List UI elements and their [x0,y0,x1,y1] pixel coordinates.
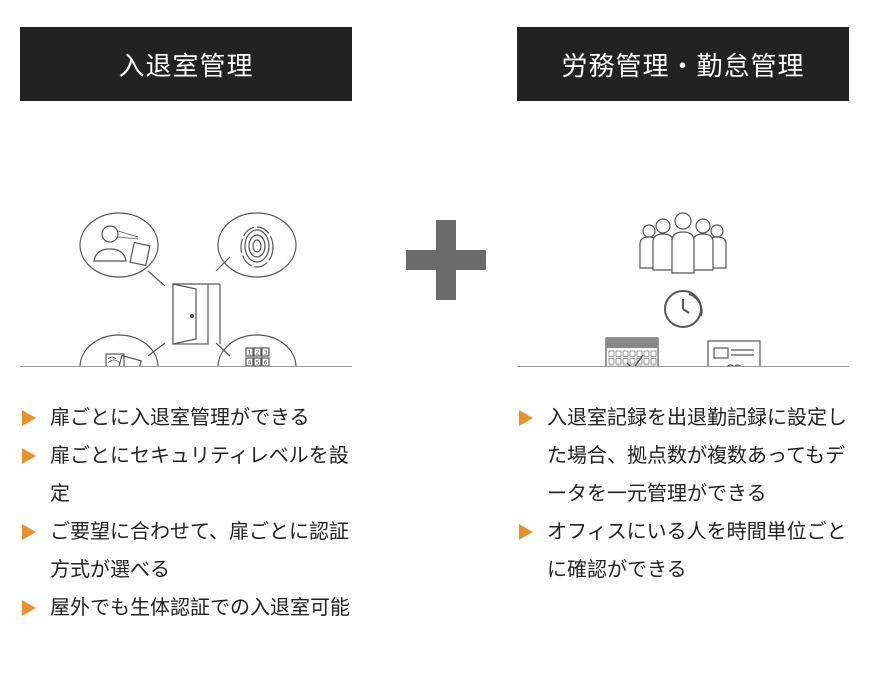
clock-icon [664,290,703,328]
access-control-point: 扉ごとに入退室管理ができる [20,398,352,436]
access-control-column: 入退室管理 [20,27,352,626]
face-recognition-icon [79,212,159,278]
bullet-arrow-icon [22,410,36,426]
access-control-point: 屋外でも生体認証での入退室可能 [20,588,352,626]
calendar-cell [622,350,629,357]
calendar-cell [636,358,643,365]
calendar-cell [636,350,643,357]
labor-management-column: 労務管理・勤怠管理 [517,27,849,588]
access-control-title: 入退室管理 [118,51,254,82]
bullet-arrow-icon [22,600,36,616]
keypad-key-label: 4 [248,360,252,367]
calendar-cell [629,350,636,357]
calendar-cell [608,358,615,365]
connector-line [147,270,166,287]
keypad-key [261,347,270,357]
keypad-key [245,347,254,357]
calendar-cell [615,358,622,365]
access-control-header: 入退室管理 [20,27,352,101]
bullet-arrow-icon [22,524,36,540]
keypad-key [253,347,262,357]
bullet-arrow-icon [22,448,36,464]
calendar-cell [608,350,615,357]
connector-line [215,256,231,272]
card-reader-icon [79,334,159,366]
keypad-key-label: 2 [256,350,260,357]
calendar-icon [605,337,659,366]
keypad-key-label: 3 [264,350,268,357]
labor-management-illustration [517,101,849,366]
keypad-key [245,357,254,366]
labor-management-points: 入退室記録を出退勤記録に設定した場合、拠点数が複数あってもデータを一元管理ができ… [517,398,849,588]
connector-line [147,342,166,357]
plus-icon [406,220,486,300]
calendar-cell [615,350,622,357]
keypad-key [261,357,270,366]
keypad-key-label: 6 [264,360,268,367]
labor-management-header: 労務管理・勤怠管理 [517,27,849,101]
calendar-cell [643,358,650,365]
access-control-point: ご要望に合わせて、扉ごとに認証方式が選べる [20,512,352,588]
access-control-point: 扉ごとにセキュリティレベルを設定 [20,436,352,512]
labor-management-point: 入退室記録を出退勤記録に設定した場合、拠点数が複数あってもデータを一元管理ができ… [517,398,849,512]
calendar-cell [643,350,650,357]
people-group-icon [639,212,727,274]
access-control-illustration: 1234567890 [20,101,352,366]
keypad-key [253,357,262,366]
access-control-divider [20,366,352,367]
bullet-arrow-icon [519,410,533,426]
connector-line [215,342,231,357]
fingerprint-icon [217,212,297,278]
keypad-key-label: 1 [248,350,252,357]
keypad-icon: 1234567890 [217,334,297,367]
labor-management-title: 労務管理・勤怠管理 [561,51,805,82]
calendar-cell [650,358,657,365]
calendar-cell [650,350,657,357]
labor-management-divider [517,366,849,367]
calendar-cell [629,358,636,365]
bullet-arrow-icon [519,524,533,540]
keypad-key-label: 5 [256,360,260,367]
access-control-points: 扉ごとに入退室管理ができる 扉ごとにセキュリティレベルを設定 ご要望に合わせて、… [20,398,352,626]
health-report-icon [707,340,761,366]
labor-management-point: オフィスにいる人を時間単位ごとに確認ができる [517,512,849,588]
door-icon [172,283,221,345]
calendar-cell [622,358,629,365]
